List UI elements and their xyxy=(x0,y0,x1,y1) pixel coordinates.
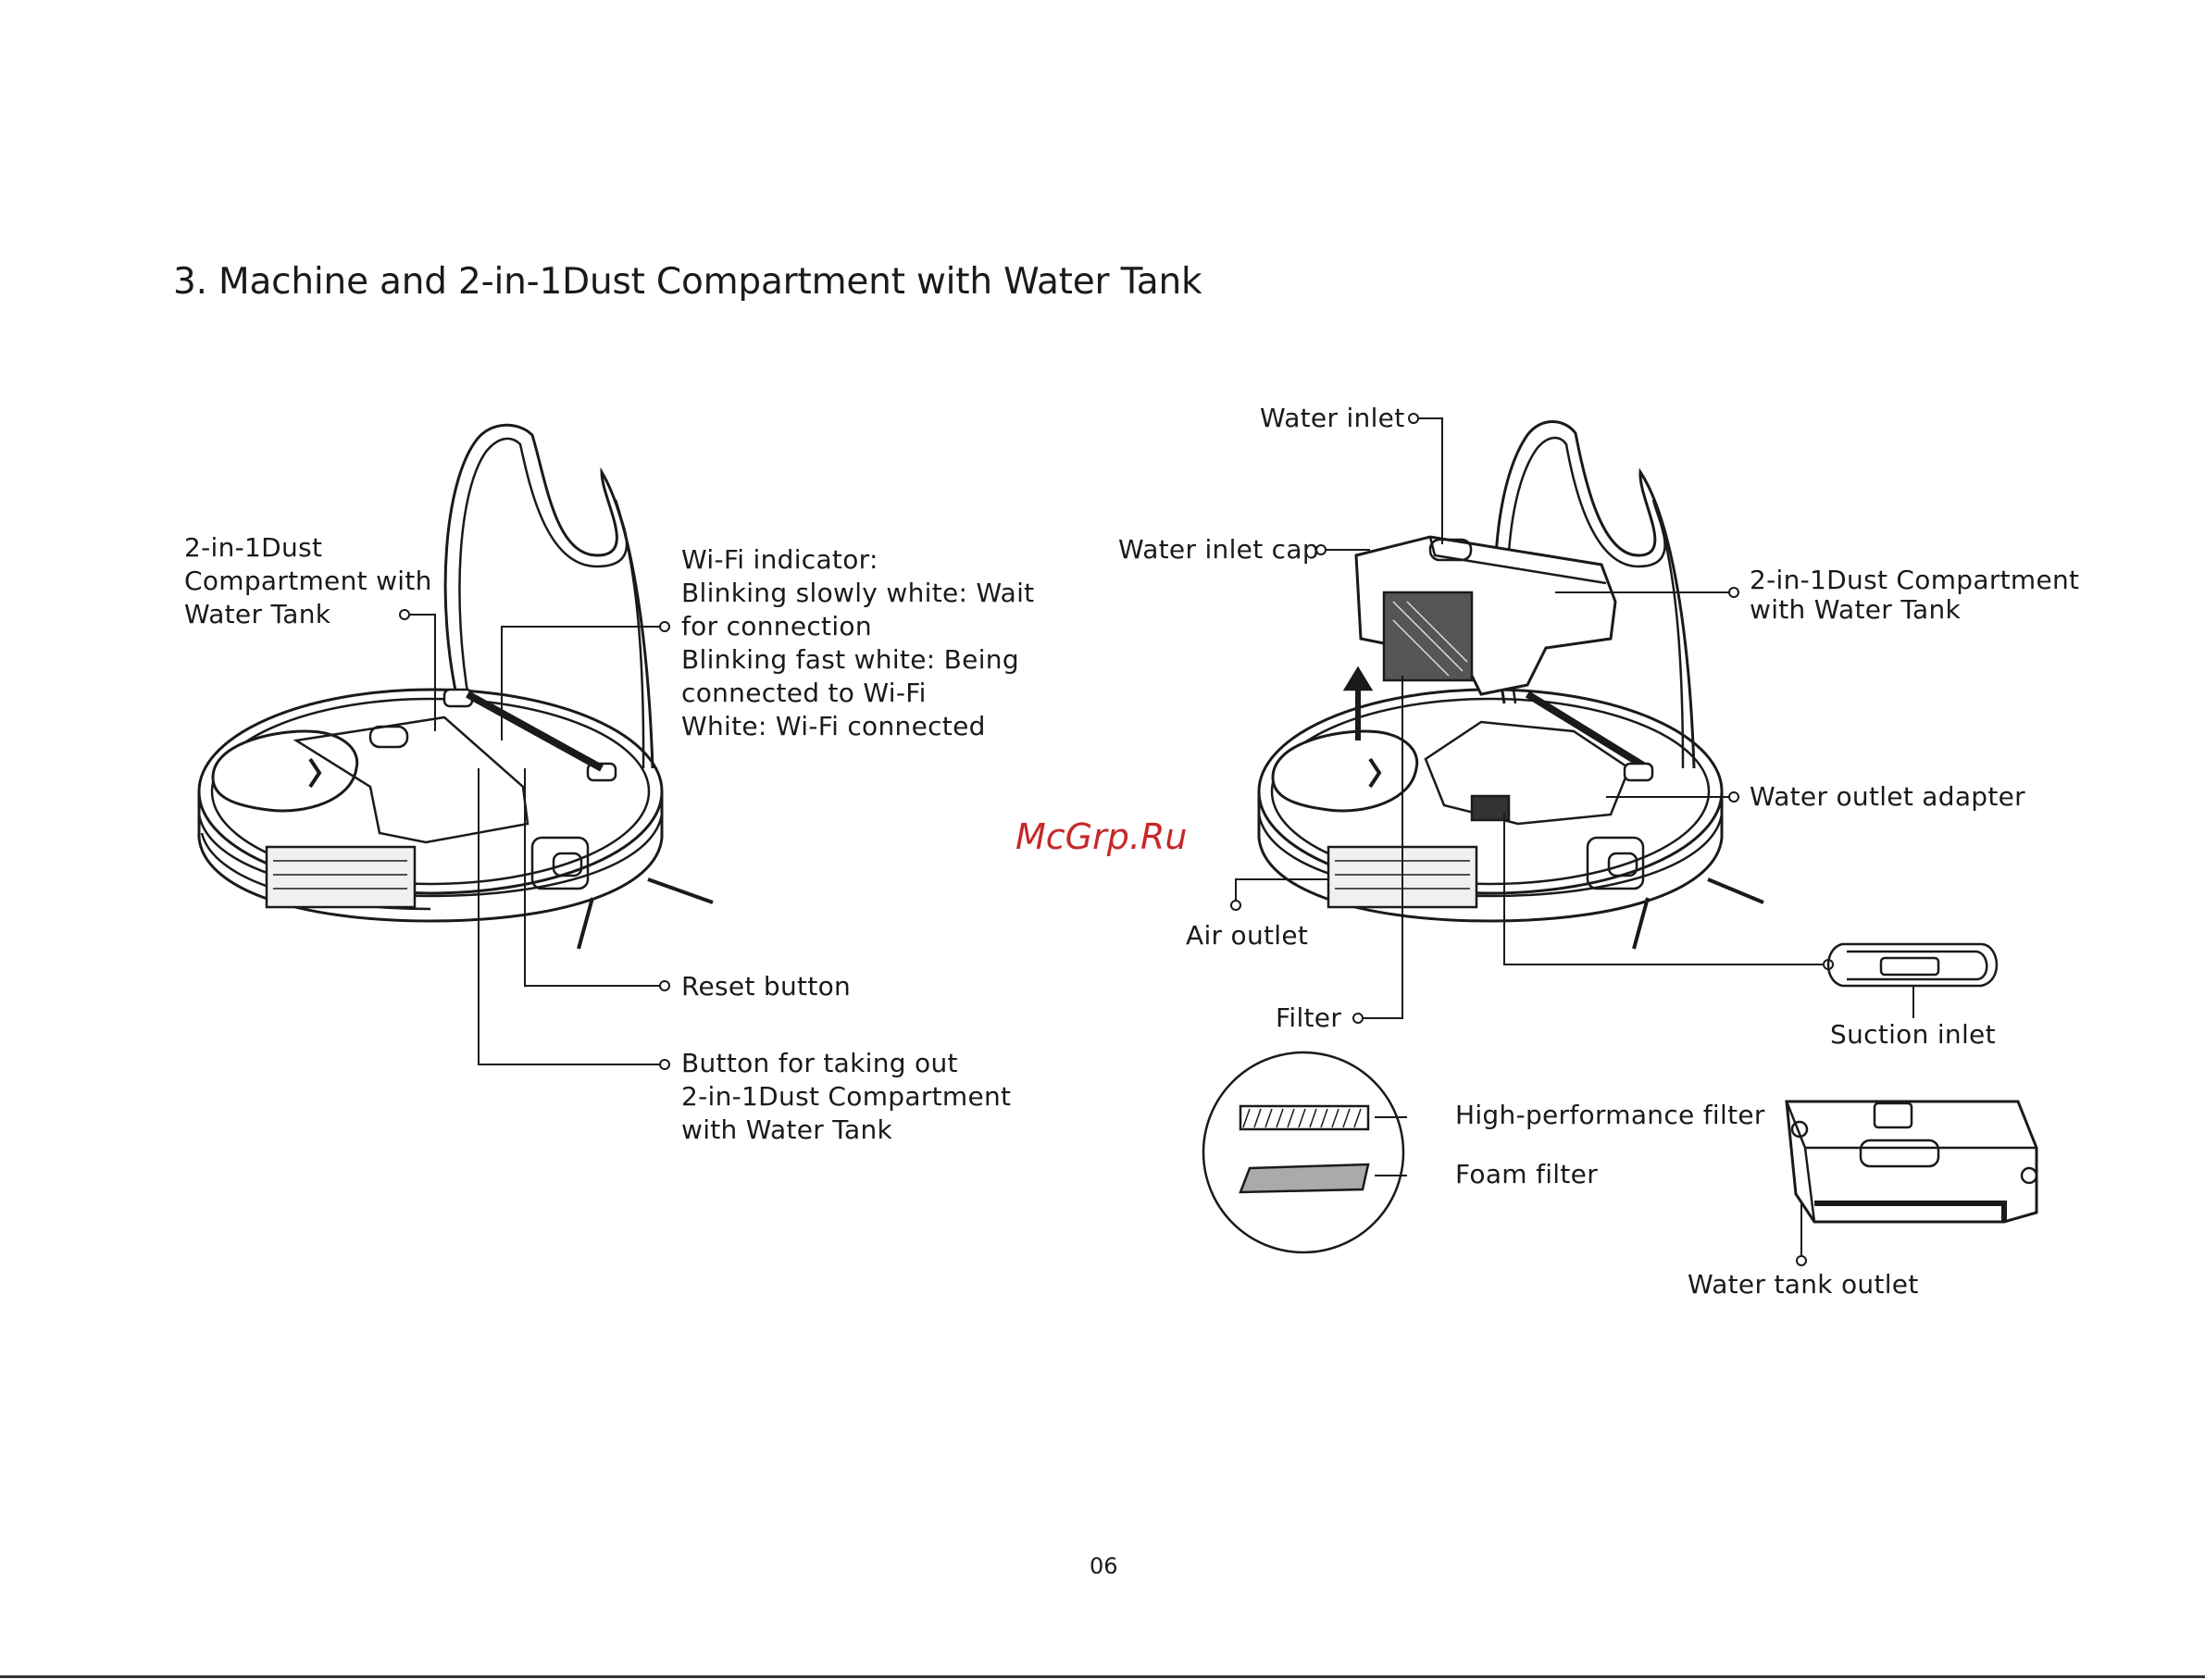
right-leader-lines xyxy=(1230,413,1914,1266)
label-air-outlet: Air outlet xyxy=(1186,920,1309,951)
page-title: 3. Machine and 2-in-1Dust Compartment wi… xyxy=(173,261,1202,303)
watermark: McGrp.Ru xyxy=(1015,816,1188,857)
label-suction-inlet: Suction inlet xyxy=(1830,1019,1996,1050)
filter-magnifier-illustration xyxy=(1202,1051,1407,1254)
label-wifi-indicator: Wi-Fi indicator: Blinking slowly white: … xyxy=(681,544,1035,741)
label-water-inlet-cap: Water inlet cap xyxy=(1118,534,1319,565)
label-water-inlet: Water inlet xyxy=(1260,403,1405,433)
label-foam-filter: Foam filter xyxy=(1455,1159,1599,1189)
left-leader-lines xyxy=(399,609,670,1070)
label-dust-compartment-left: 2-in-1Dust Compartment with Water Tank xyxy=(184,532,432,629)
suction-inlet-illustration xyxy=(1826,942,1999,988)
water-tank-illustration xyxy=(1785,1100,2038,1224)
robot-left-illustration xyxy=(197,423,714,950)
label-dust-compartment-right: 2-in-1Dust Compartment with Water Tank xyxy=(1750,565,2080,625)
label-reset-button: Reset button xyxy=(681,971,852,1002)
label-filter: Filter xyxy=(1276,1002,1342,1033)
robot-right-illustration xyxy=(1257,420,1764,950)
label-take-out-button: Button for taking out 2-in-1Dust Compart… xyxy=(681,1048,1012,1145)
label-water-tank-outlet: Water tank outlet xyxy=(1688,1269,1919,1300)
label-high-performance-filter: High-performance filter xyxy=(1455,1100,1765,1130)
label-water-outlet-adapter: Water outlet adapter xyxy=(1750,781,2025,812)
bottom-rule xyxy=(0,1675,2205,1678)
page-number: 06 xyxy=(1090,1553,1118,1579)
